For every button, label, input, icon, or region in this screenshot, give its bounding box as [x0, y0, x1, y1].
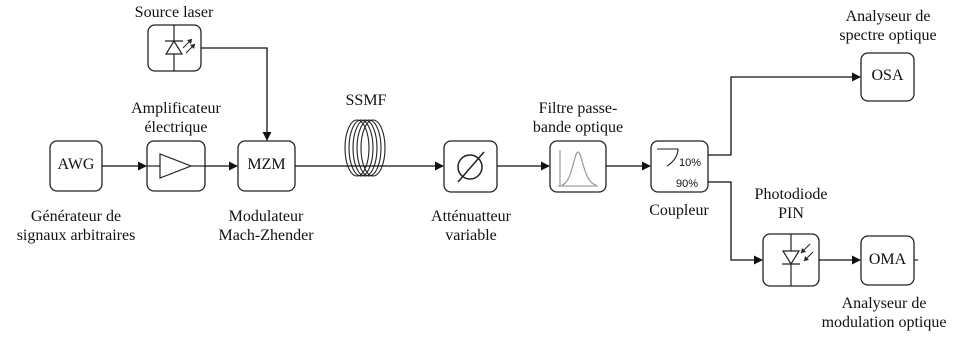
amplifier-caption: Amplificateur électrique	[131, 100, 221, 136]
coupler-ratio-10: 10%	[679, 157, 702, 169]
osa-block	[860, 52, 915, 102]
filter-spectrum-icon	[558, 150, 598, 187]
pin-photodiode	[762, 233, 820, 287]
coupler-caption: Coupleur	[649, 202, 709, 219]
awg-label: AWG	[57, 156, 95, 173]
modulation-analyzer-caption: Analyseur de modulation optique	[821, 295, 947, 331]
coupler-ratio-90: 90%	[676, 178, 699, 190]
electrical-amplifier	[146, 140, 206, 192]
connector-coupler-osa	[708, 72, 861, 156]
ssmf-caption: SSMF	[345, 92, 387, 109]
photodiode-icon	[781, 234, 814, 286]
laser-source	[147, 24, 202, 72]
connector-coupler-photodiode	[708, 181, 763, 265]
oma-label: OMA	[868, 251, 907, 268]
variable-attenuator	[443, 140, 498, 193]
ssmf-fiber-coil-icon	[344, 119, 386, 177]
connector-laser-mzm	[201, 47, 272, 141]
optical-coupler	[650, 140, 709, 193]
optical-bandpass-filter	[549, 140, 607, 193]
attenuator-caption: Atténuatteur variable	[431, 208, 511, 244]
source-laser-caption: Source laser	[134, 4, 214, 21]
modulator-caption: Modulateur Mach-Zhender	[218, 208, 314, 244]
spectrum-analyzer-caption: Analyseur de spectre optique	[839, 8, 937, 44]
attenuator-symbol-icon	[457, 151, 485, 183]
laser-diode-icon	[164, 25, 196, 71]
photodiode-caption: Photodiode PIN	[754, 186, 828, 222]
generator-caption: Générateur de signaux arbitraires	[16, 208, 136, 244]
coupler-curve-icon	[657, 148, 679, 167]
filter-caption: Filtre passe- bande optique	[532, 100, 624, 136]
mzm-label: MZM	[247, 156, 286, 173]
osa-label: OSA	[871, 67, 904, 84]
